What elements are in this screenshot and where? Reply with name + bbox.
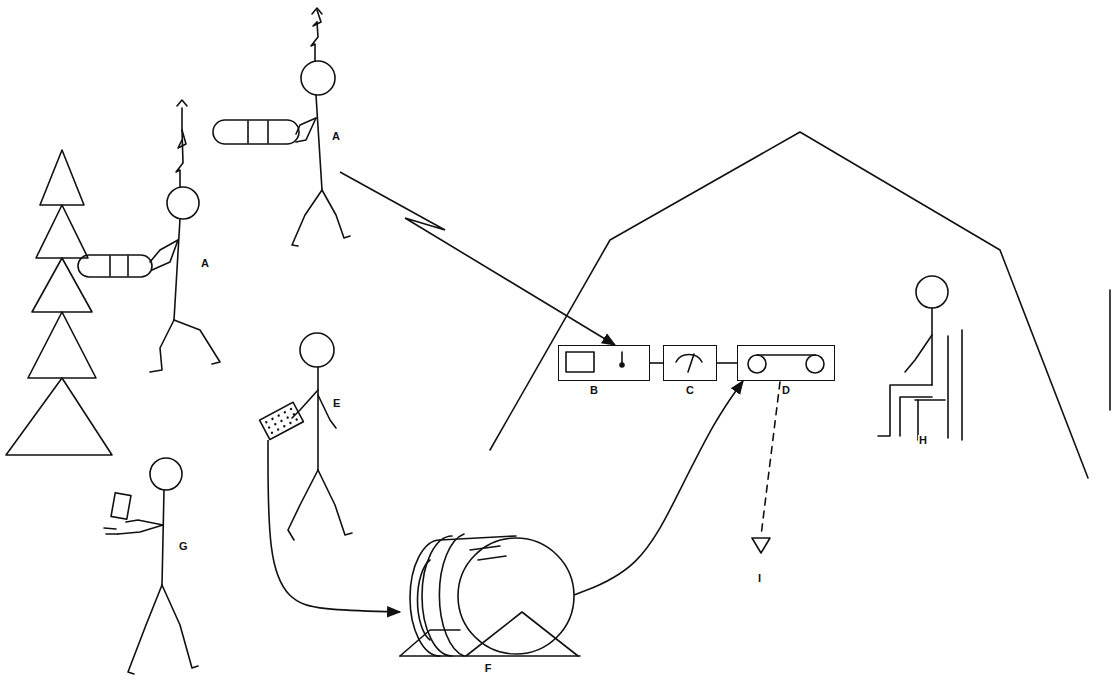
receiver-detail — [566, 352, 624, 372]
observer-figure — [104, 458, 198, 674]
tent-outline — [490, 132, 1088, 478]
radio-operator-figure — [213, 8, 350, 246]
part-letter: A — [331, 131, 341, 142]
signal-connector — [268, 440, 400, 612]
seated-figure — [878, 276, 962, 440]
tent-edge — [1109, 290, 1111, 410]
part-letter: E — [332, 398, 341, 409]
radio-operator-figure — [78, 100, 220, 372]
signal-connector — [340, 172, 615, 345]
output-symbol — [752, 538, 770, 553]
cable-drum — [400, 534, 580, 656]
part-letter: F — [484, 663, 493, 674]
signal-connector — [574, 381, 743, 595]
tree — [6, 150, 112, 455]
part-letter: D — [781, 385, 791, 396]
part-letter: G — [178, 541, 189, 552]
part-letter: A — [200, 258, 210, 269]
output-line — [761, 382, 780, 536]
tape-reels — [748, 355, 824, 373]
meter-detail — [676, 354, 702, 372]
part-letter: C — [685, 385, 695, 396]
equipment-box: B — [558, 345, 650, 381]
signal-connector — [650, 362, 663, 364]
equipment-box: D — [737, 345, 835, 381]
keypad-operator-figure — [260, 333, 352, 540]
figure-node: E — [258, 330, 360, 440]
part-letter: I — [757, 573, 762, 584]
equipment-box: C — [663, 345, 717, 381]
part-letter: B — [589, 385, 599, 396]
signal-connector — [717, 362, 737, 364]
figure-node: F — [400, 520, 580, 658]
part-letter: H — [918, 435, 928, 446]
figure-node: A — [205, 5, 340, 250]
